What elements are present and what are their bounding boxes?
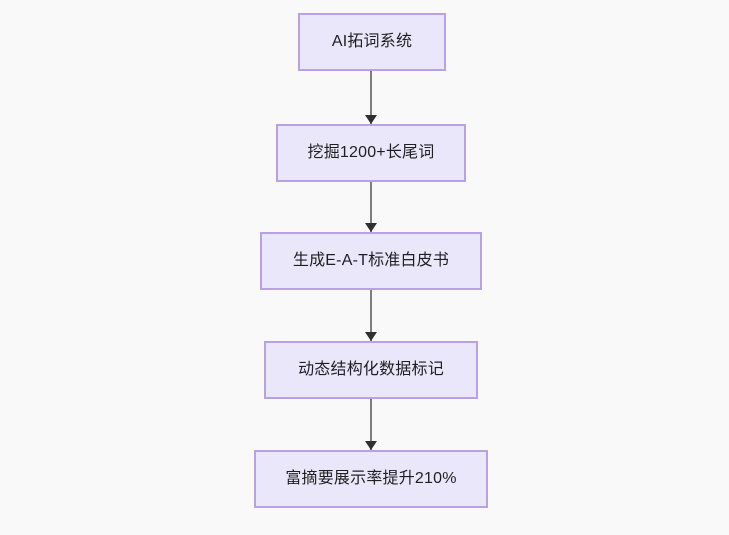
flow-node-ai-keyword-system[interactable]: AI拓词系统 (298, 13, 446, 71)
edge-node2-to-node3 (346, 182, 396, 232)
edge-node1-to-node2 (346, 71, 396, 124)
arrowhead-icon (365, 441, 377, 450)
arrowhead-icon (365, 223, 377, 232)
edge-node4-to-node5 (346, 399, 396, 450)
arrowhead-icon (365, 115, 377, 124)
edge-node3-to-node4 (346, 290, 396, 341)
arrowhead-icon (365, 332, 377, 341)
flow-node-label: 富摘要展示率提升210% (285, 470, 457, 488)
flow-node-label: 生成E-A-T标准白皮书 (292, 252, 450, 270)
flow-node-generate-eat-whitepaper[interactable]: 生成E-A-T标准白皮书 (260, 232, 482, 290)
edge-line (370, 290, 372, 341)
edge-line (370, 71, 372, 124)
flow-node-mine-longtail-keywords[interactable]: 挖掘1200+长尾词 (276, 124, 466, 182)
flow-node-dynamic-structured-data-markup[interactable]: 动态结构化数据标记 (264, 341, 478, 399)
flow-node-label: 挖掘1200+长尾词 (307, 144, 435, 162)
flow-node-label: 动态结构化数据标记 (298, 361, 444, 379)
flow-node-rich-snippet-rate-increase[interactable]: 富摘要展示率提升210% (254, 450, 488, 508)
flow-node-label: AI拓词系统 (331, 33, 413, 51)
edge-line (370, 399, 372, 450)
edge-line (370, 182, 372, 232)
